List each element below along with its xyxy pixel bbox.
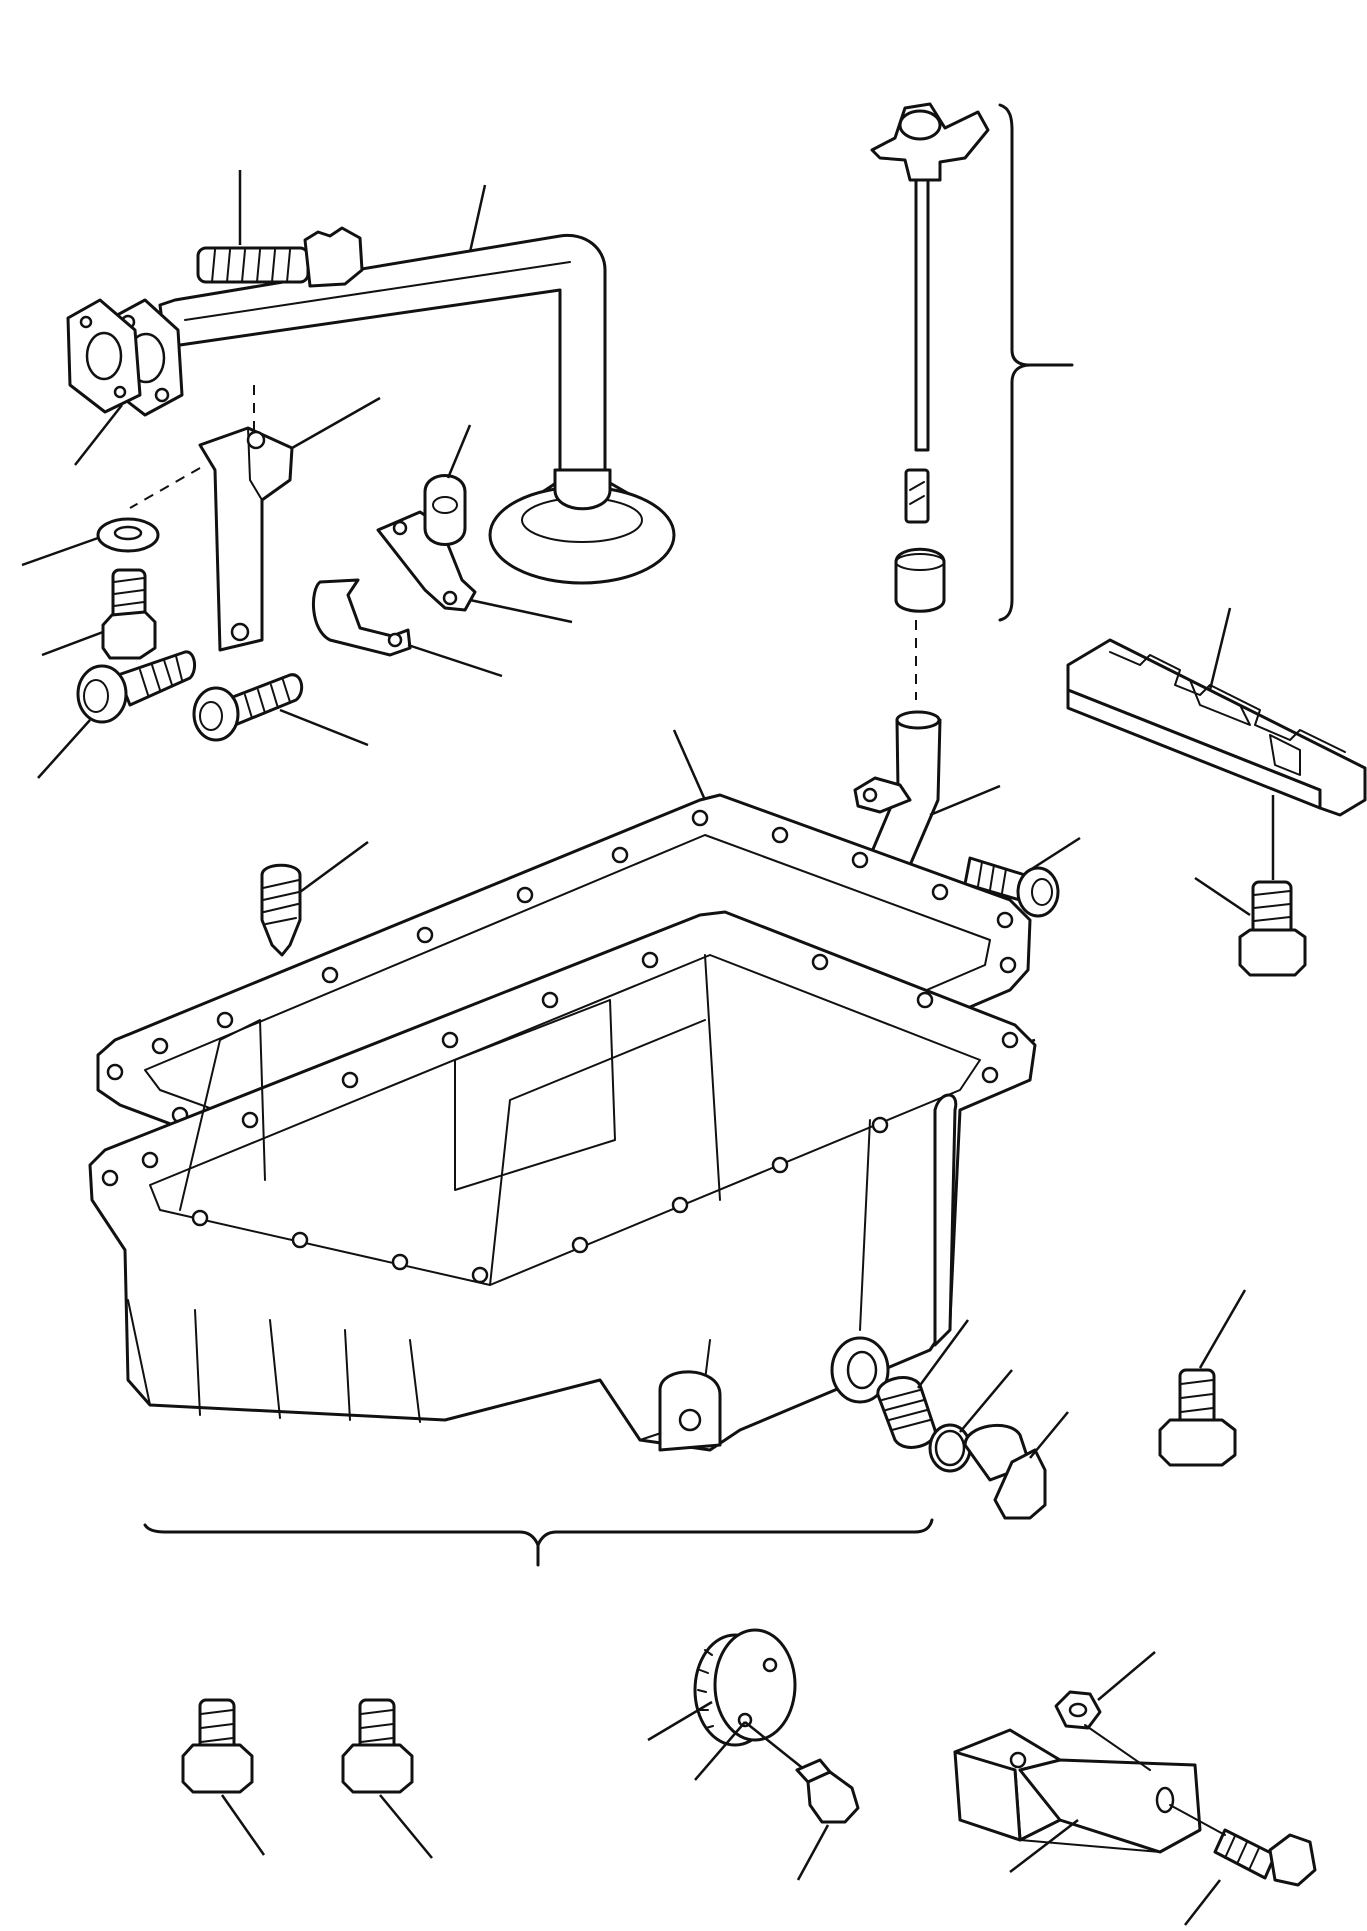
dipstick-seal — [894, 547, 946, 613]
clamp — [311, 578, 412, 657]
washer — [96, 517, 160, 553]
leader-cap-plug — [796, 1824, 830, 1881]
baffle-bolt — [1238, 880, 1307, 977]
leader-washer — [21, 536, 99, 567]
leader-tube-bolt — [1029, 836, 1081, 872]
leader-strainer-pipe — [468, 184, 487, 253]
pan-bolt — [192, 673, 304, 742]
strainer-bolt — [196, 226, 364, 288]
pan-bolt-holes — [101, 951, 1019, 1284]
tube-bolt — [963, 856, 1060, 918]
drain-plug-magnet — [876, 1376, 937, 1449]
leader-drain-magnet — [916, 1319, 970, 1389]
leader-bracket-bolt-lower — [1184, 1879, 1221, 1926]
leader-sealing-cap-b — [694, 1721, 746, 1781]
leader-pan-bolt-short-a — [220, 1794, 266, 1856]
leader-liquid-gasket — [299, 840, 369, 894]
leader-bracket-bolt — [41, 630, 104, 657]
dipstick — [870, 102, 990, 524]
leader-flange-bolt — [37, 719, 91, 779]
dipstick-assembly-brace — [998, 103, 1074, 622]
pan-bolt-short-b — [341, 1698, 414, 1794]
leader-baffle-bolt — [1194, 876, 1251, 917]
sealing-cap — [693, 1628, 797, 1747]
leader-mounting-bracket — [1009, 1819, 1079, 1873]
mounting-bracket — [953, 1728, 1202, 1854]
flange-bolt — [76, 650, 197, 724]
strainer-bracket — [198, 426, 294, 652]
pan-bolt-short — [181, 1698, 254, 1794]
oil-pan-assembly-brace — [143, 1518, 934, 1567]
leader-clamp — [407, 643, 503, 678]
leader-baffle-plate — [1208, 607, 1232, 691]
leader-bracket-nut — [1097, 1651, 1156, 1701]
leader-sealing-cap-a — [647, 1700, 713, 1742]
leader-strainer-gasket — [74, 404, 123, 466]
liquid-gasket-tube — [260, 863, 302, 957]
leader-clamp-plate — [469, 598, 573, 624]
grommet — [423, 474, 467, 546]
leader-drain-ring — [959, 1369, 1013, 1433]
baffle-plate — [1066, 638, 1367, 817]
leader-pan-bolt-long — [1198, 1289, 1247, 1369]
leader-pan-bolt-short-b — [379, 1794, 433, 1859]
bracket-bolt-lower — [1213, 1828, 1317, 1887]
cap-plug — [795, 1758, 860, 1824]
drain-plug-ring — [928, 1423, 972, 1473]
pan-bolt-long — [1158, 1368, 1237, 1467]
leader-drain-plug — [1029, 1411, 1069, 1459]
leader-guide-tube — [929, 784, 1001, 817]
leader-oil-pan-gasket — [672, 729, 707, 801]
leader-grommet — [446, 424, 472, 479]
bracket-nut — [1054, 1690, 1102, 1730]
drain-plug — [963, 1423, 1047, 1520]
leader-strainer-bracket — [291, 396, 381, 450]
leader-pan-bolt — [279, 708, 369, 747]
oil-pan — [88, 910, 1037, 1452]
bracket-bolt — [101, 568, 157, 660]
strainer-gasket — [66, 298, 142, 414]
